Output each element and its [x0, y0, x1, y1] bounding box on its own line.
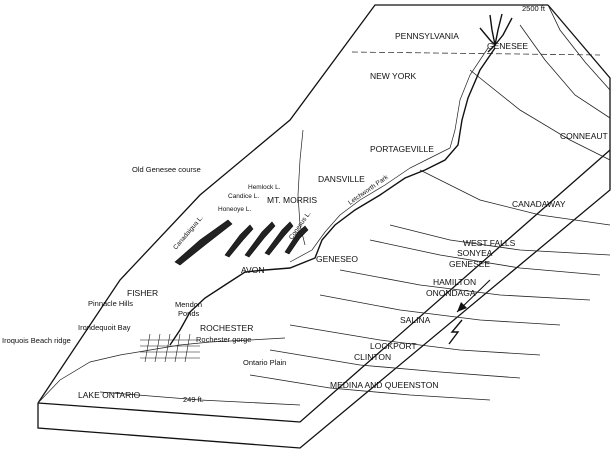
salina-label: SALINA: [400, 315, 431, 325]
dansville-label: DANSVILLE: [318, 174, 365, 184]
honeoye-lake-label: Honeoye L.: [218, 206, 251, 213]
rochester-label: ROCHESTER: [200, 323, 253, 333]
geneseo-label: GENESEO: [316, 254, 358, 264]
mendon-ponds-label-1: Mendon: [175, 300, 202, 309]
old-genesee-course-label: Old Genesee course: [132, 165, 201, 174]
north-arrow-icon: [456, 279, 491, 313]
avon-label: AVON: [241, 265, 264, 275]
mt-morris-label: MT. MORRIS: [267, 195, 317, 205]
candice-lake-shape: [244, 221, 276, 258]
pinnacle-hills-label: Pinnacle Hills: [88, 299, 133, 308]
portageville-label: PORTAGEVILLE: [370, 144, 434, 154]
block-front-top-edge: [37, 149, 611, 423]
finger-lakes: [174, 219, 309, 266]
river-bank: [289, 47, 489, 263]
genesee-river: [169, 13, 513, 346]
sonyea-label: SONYEA: [457, 248, 493, 258]
clinton-label: CLINTON: [354, 352, 391, 362]
genesee-formation-label: GENESEE: [449, 259, 490, 269]
conneaut-label: CONNEAUT: [560, 131, 608, 141]
lake-ontario-label: LAKE ONTARIO: [78, 390, 141, 400]
canadaway-label: CANADAWAY: [512, 199, 566, 209]
genesee-source-label: GENESEE: [487, 41, 528, 51]
west-falls-label: WEST FALLS: [463, 238, 516, 248]
hemlock-lake-shape: [264, 221, 294, 256]
lockport-label: LOCKPORT: [370, 341, 417, 351]
fault-bolt-icon: [448, 319, 463, 345]
ontario-plain-label: Ontario Plain: [243, 358, 286, 367]
medina-queenston-label: MEDINA AND QUEENSTON: [330, 380, 438, 390]
iroquois-beach-ridge-label: Iroquois Beach ridge: [2, 336, 71, 345]
lake-ontario-shoreline: [37, 337, 286, 404]
rochester-city-grid: [140, 333, 200, 363]
block-outline: [37, 4, 611, 449]
mendon-ponds-label-2: Ponds: [178, 309, 200, 318]
strata-lines: [99, 4, 611, 406]
pennsylvania-label: PENNSYLVANIA: [395, 31, 459, 41]
block-top-edge: [37, 4, 548, 404]
hemlock-lake-label: Hemlock L.: [248, 184, 281, 191]
river-main-course: [169, 47, 496, 346]
irondequoit-bay-label: Irondequoit Bay: [78, 323, 131, 332]
block-front-face: [37, 4, 611, 449]
river-headwaters: [479, 13, 513, 53]
state-border: [351, 51, 601, 56]
rochester-gorge-label: Rochester gorge: [196, 335, 251, 344]
bottom-elevation-label: 249 ft.: [183, 395, 204, 404]
hamilton-label: HAMILTON: [433, 277, 476, 287]
honeoye-lake-shape: [224, 224, 254, 258]
canadaigua-lake-shape: [174, 219, 233, 266]
fisher-label: FISHER: [127, 288, 158, 298]
onondaga-label: ONONDAGA: [426, 288, 476, 298]
top-elevation-label: 2500 ft: [522, 4, 546, 13]
new-york-label: NEW YORK: [370, 71, 416, 81]
conesus-lake-shape: [284, 225, 309, 255]
candice-lake-label: Candice L.: [228, 193, 259, 200]
